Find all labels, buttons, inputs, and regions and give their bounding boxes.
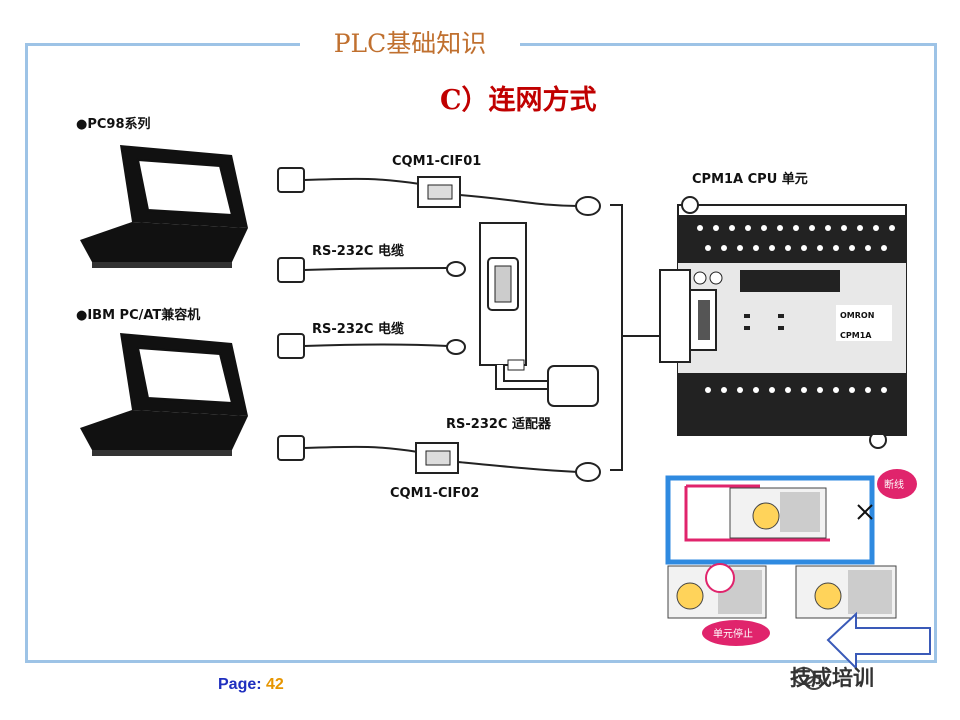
label-cpu-unit: CPM1A CPU 单元 xyxy=(692,172,808,187)
cpu-model-text: CPM1A xyxy=(840,331,872,340)
network-ring-illustration: 断线 单元停止 xyxy=(665,469,917,646)
cpm1a-cpu-unit: OMRON CPM1A xyxy=(659,196,907,449)
break-point-icon xyxy=(857,504,873,520)
cpu-brand-text: OMRON xyxy=(840,311,874,320)
page-prefix: Page: xyxy=(218,676,267,693)
laptop-icon-pc98 xyxy=(80,145,248,268)
break-label: 断线 xyxy=(884,478,904,491)
stop-label: 单元停止 xyxy=(713,627,753,640)
cable-rs232-2 xyxy=(277,333,466,359)
plc-unit-right xyxy=(795,565,897,619)
label-rs232-adapter: RS-232C 适配器 xyxy=(446,417,551,432)
label-rs232-cable-1: RS-232C 电缆 xyxy=(312,244,404,259)
label-cqm1-cif02: CQM1-CIF02 xyxy=(390,486,480,501)
watermark-text: 技成培训 xyxy=(790,666,874,690)
cable-rs232-1 xyxy=(277,257,466,283)
stop-badge xyxy=(702,620,770,646)
page-indicator: Page: 42 xyxy=(218,676,284,694)
cable-cif01 xyxy=(277,167,601,216)
label-rs232-cable-2: RS-232C 电缆 xyxy=(312,322,404,337)
wechat-logo-icon xyxy=(793,667,823,690)
label-cqm1-cif01: CQM1-CIF01 xyxy=(392,154,482,169)
cable-cif02 xyxy=(277,435,601,482)
stopped-unit-icon xyxy=(705,563,735,593)
page-number: 42 xyxy=(266,676,284,693)
back-arrow-icon xyxy=(826,611,931,671)
page-title: PLC基础知识 xyxy=(300,26,520,62)
label-pc98: ●PC98系列 xyxy=(76,117,151,132)
section-subtitle: C）连网方式 xyxy=(440,85,597,116)
rs232-adapter-icon xyxy=(479,222,599,407)
laptop-icon-ibm xyxy=(80,333,248,456)
label-ibm-pc: ●IBM PC/AT兼容机 xyxy=(76,308,201,323)
plc-unit-top xyxy=(729,487,827,539)
break-badge xyxy=(877,469,917,499)
